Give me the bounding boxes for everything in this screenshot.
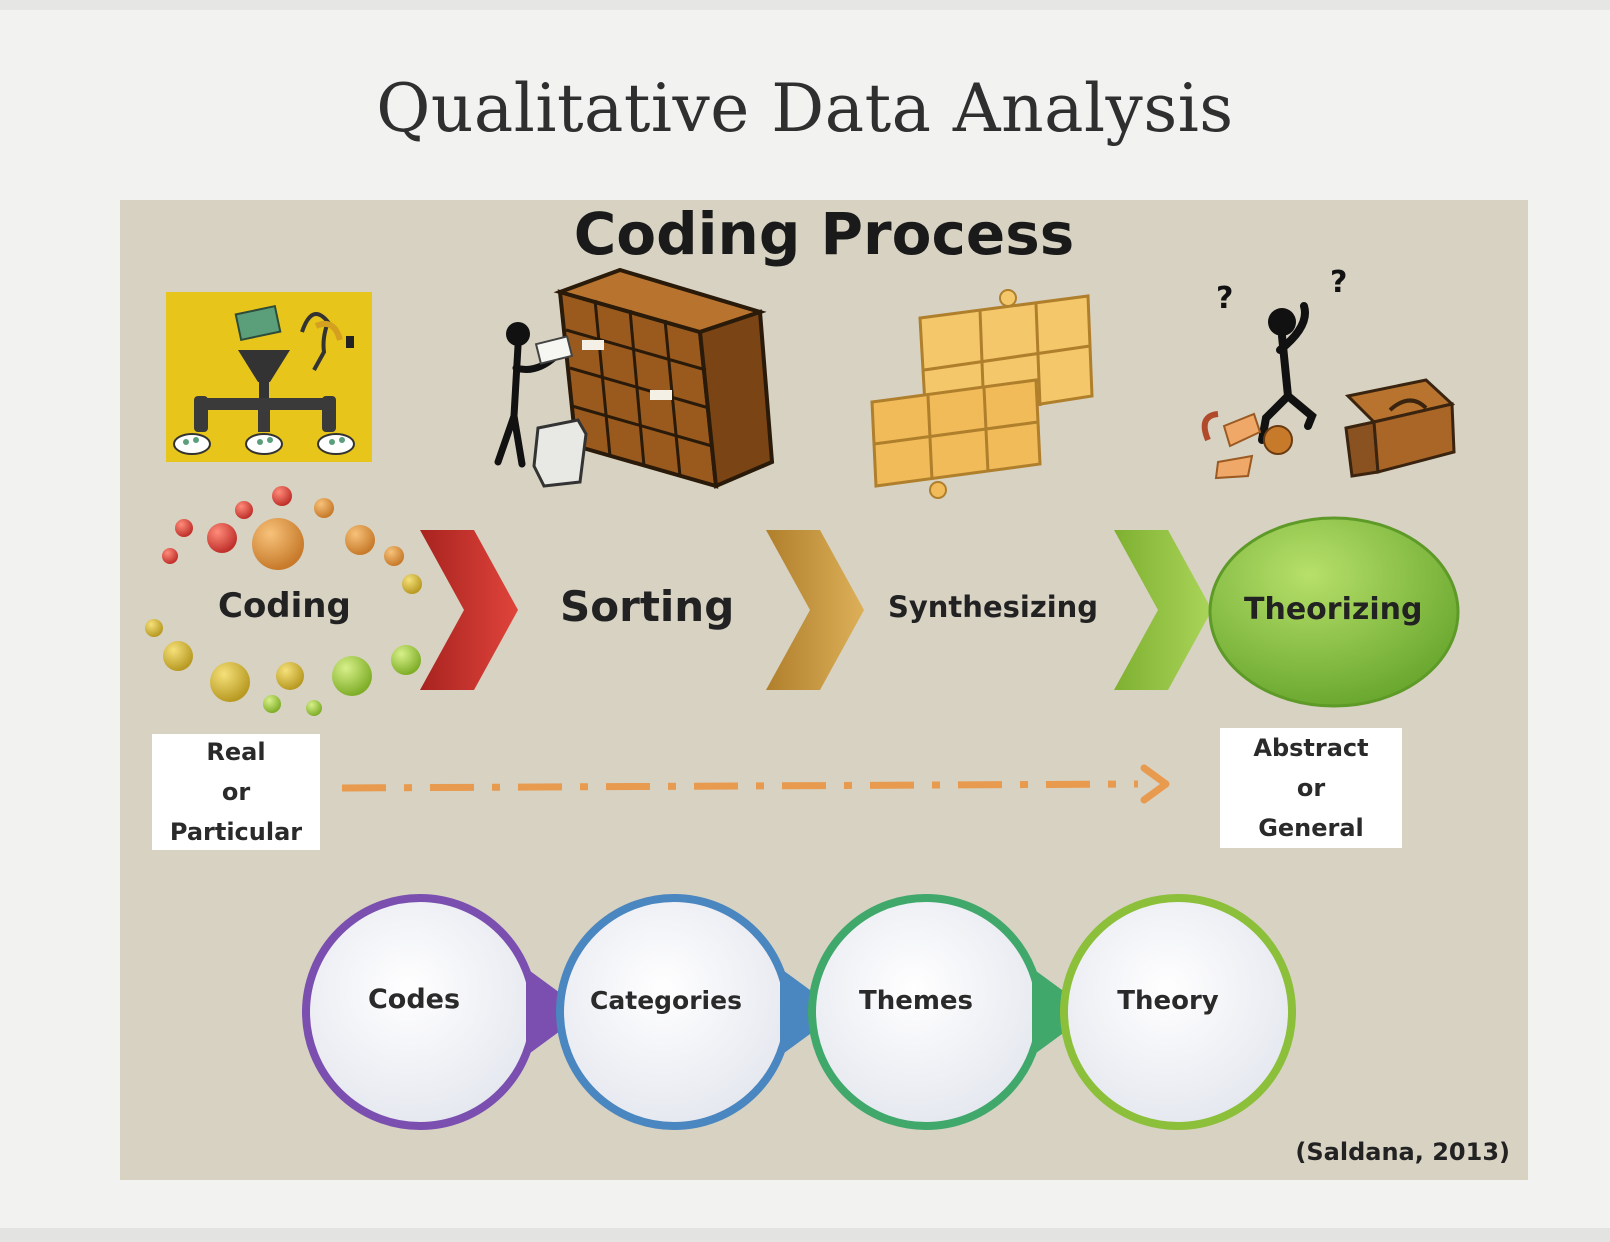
continuum-start-line-3: Particular <box>169 818 303 846</box>
continuum-start-line-2: or <box>221 778 251 806</box>
stage-label-sorting: Sorting <box>560 582 735 631</box>
funnel-pipeline-icon <box>166 292 372 462</box>
continuum-end-line-1: Abstract <box>1253 734 1369 762</box>
diagram-graphics: ? ? <box>145 265 1460 1130</box>
circle-label-codes: Codes <box>367 984 461 1015</box>
citation: (Saldana, 2013) <box>1295 1138 1510 1166</box>
coding-dots-ring <box>145 486 422 716</box>
continuum-arrow <box>341 764 1170 804</box>
top-strip <box>0 0 1610 10</box>
continuum-end-line-3: General <box>1258 814 1364 842</box>
stage-label-synthesizing: Synthesizing <box>888 590 1099 624</box>
puzzle-pieces-icon <box>870 289 1094 499</box>
continuum-end-box: Abstract or General <box>1220 728 1402 848</box>
circle-label-categories: Categories <box>590 986 742 1015</box>
diagram-title: Coding Process <box>573 200 1075 268</box>
circle-label-themes: Themes <box>858 986 974 1016</box>
continuum-start-box: Real or Particular <box>152 734 320 850</box>
circle-label-theory: Theory <box>1117 986 1219 1016</box>
bottom-strip <box>0 1228 1610 1242</box>
stage-label-coding: Coding <box>218 586 351 626</box>
diagram-panel: ? ? <box>120 200 1528 1180</box>
chevron-arrow-1 <box>420 530 518 690</box>
stage-label-theorizing: Theorizing <box>1244 592 1423 627</box>
sorting-cabinet-icon <box>494 267 775 489</box>
continuum-end-line-2: or <box>1296 774 1326 802</box>
slide-title: Qualitative Data Analysis <box>376 70 1234 147</box>
chevron-arrow-3 <box>1114 530 1212 690</box>
thinking-figure-icon: ? ? <box>1201 265 1456 480</box>
progression-circles <box>302 894 1296 1130</box>
svg-text:?: ? <box>1216 281 1233 316</box>
svg-text:?: ? <box>1330 265 1347 300</box>
chevron-arrow-2 <box>766 530 864 690</box>
theorizing-ellipse <box>1208 516 1460 708</box>
continuum-start-line-1: Real <box>206 738 266 766</box>
